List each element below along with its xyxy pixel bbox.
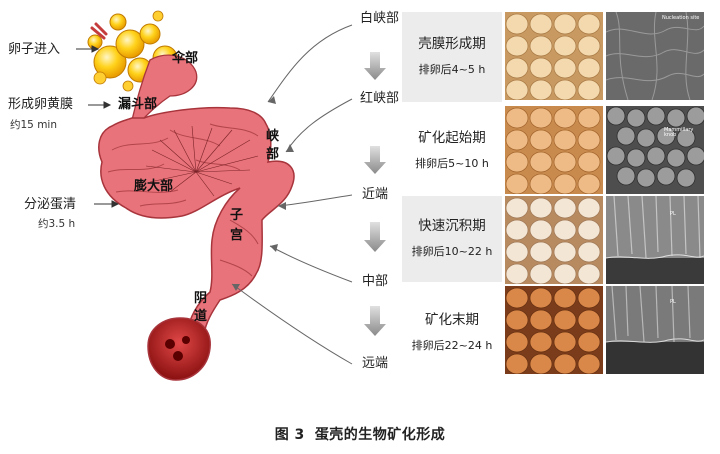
figure-number: 图 3 bbox=[274, 427, 305, 443]
stage-title-1: 壳膜形成期 bbox=[418, 36, 486, 52]
left-arrows bbox=[76, 45, 120, 208]
annotation-yolk-membrane: 形成卵黄膜 bbox=[8, 97, 74, 112]
stage-time-3: 排卵后10~22 h bbox=[411, 245, 493, 258]
segment-distal: 远端 bbox=[362, 356, 389, 371]
connector-arrowheads bbox=[232, 96, 294, 291]
infundibulum-shape bbox=[131, 54, 198, 121]
stage-title-4: 矿化末期 bbox=[425, 312, 479, 328]
sem-image-2: Mammillary knob bbox=[606, 106, 704, 194]
annotation-albumen: 分泌蛋清 bbox=[24, 197, 77, 212]
stage-title-3: 快速沉积期 bbox=[418, 218, 486, 234]
sem-image-1: Nucleation site bbox=[606, 12, 704, 100]
stage-panel-4: 矿化末期 排卵后22~24 h bbox=[402, 286, 502, 372]
organ-vagina: 阴道 bbox=[194, 291, 208, 324]
organ-magnum: 膨大部 bbox=[134, 179, 174, 194]
sem-label-4: PL bbox=[670, 299, 676, 305]
segment-white-isthmus: 白峡部 bbox=[360, 11, 400, 26]
egg-photo-4 bbox=[505, 286, 603, 374]
segment-connectors bbox=[231, 24, 353, 365]
organ-uterus: 子宫 bbox=[230, 208, 244, 243]
organ-funnel: 漏斗部 bbox=[118, 97, 158, 112]
egg-photo-1 bbox=[505, 12, 603, 100]
annotation-yolk-membrane-time: 约15 min bbox=[10, 119, 57, 131]
cloaca bbox=[147, 317, 211, 381]
stage-time-2: 排卵后5~10 h bbox=[415, 157, 489, 170]
sem-image-4: PL bbox=[606, 286, 704, 374]
annotation-egg-entry: 卵子进入 bbox=[8, 42, 61, 57]
segment-proximal: 近端 bbox=[362, 187, 389, 202]
figure-caption: 图 3 蛋壳的生物矿化形成 bbox=[0, 424, 720, 444]
sem-label-2: Mammillary knob bbox=[664, 127, 694, 138]
stage-panel-1: 壳膜形成期 排卵后4~5 h bbox=[402, 12, 502, 102]
stage-time-4: 排卵后22~24 h bbox=[411, 339, 493, 352]
egg-photo-2 bbox=[505, 106, 603, 194]
sem-image-3: PL bbox=[606, 196, 704, 284]
sem-label-1: Nucleation site bbox=[662, 15, 700, 21]
sem-label-3: PL bbox=[670, 211, 676, 217]
organ-isthmus: 峡部 bbox=[266, 129, 280, 162]
stage-time-1: 排卵后4~5 h bbox=[418, 63, 486, 76]
mesentery-vessels bbox=[145, 125, 259, 197]
annotation-albumen-time: 约3.5 h bbox=[38, 218, 76, 230]
egg-photo-3 bbox=[505, 196, 603, 284]
stage-panel-3: 快速沉积期 排卵后10~22 h bbox=[402, 196, 502, 282]
segment-middle: 中部 bbox=[362, 274, 389, 289]
organ-infundibulum: 伞部 bbox=[172, 51, 199, 66]
figure-caption-text: 蛋壳的生物矿化形成 bbox=[314, 427, 446, 443]
segment-red-isthmus: 红峡部 bbox=[360, 91, 400, 106]
stage-title-2: 矿化起始期 bbox=[418, 130, 486, 146]
tract-folds bbox=[107, 123, 259, 277]
stage-panel-2: 矿化起始期 排卵后5~10 h bbox=[402, 106, 502, 192]
segment-down-arrows bbox=[364, 52, 386, 336]
